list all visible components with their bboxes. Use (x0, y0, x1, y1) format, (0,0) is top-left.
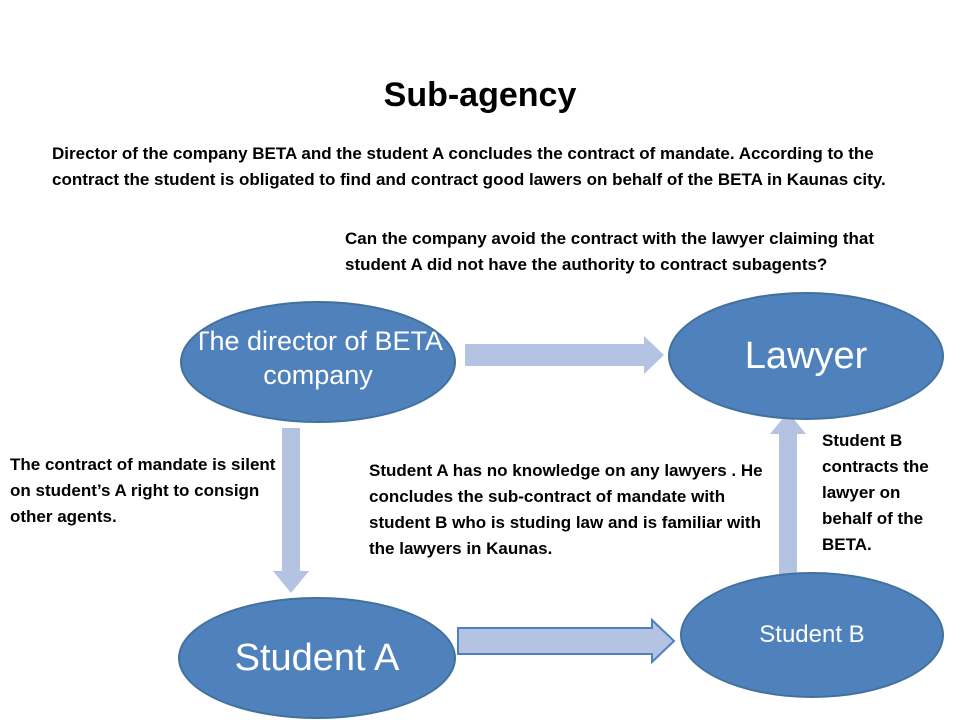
node-student-a-label: Student A (234, 636, 400, 679)
note-right: Student B contracts the lawyer on behalf… (822, 431, 929, 554)
page-title: Sub-agency (383, 76, 577, 114)
node-lawyer: Lawyer (668, 292, 944, 420)
node-director: The director of BETA company (180, 301, 456, 423)
arrow-director-to-student-a (273, 428, 309, 593)
arrow-student-b-to-lawyer (770, 412, 806, 574)
intro-text: Director of the company BETA and the stu… (52, 144, 886, 189)
note-left: The contract of mandate is silent on stu… (10, 455, 276, 526)
node-student-b-label: Student B (759, 621, 865, 648)
node-director-label: The director of BETA company (192, 326, 444, 390)
node-student-b: Student B (680, 572, 944, 698)
arrow-director-to-lawyer (465, 336, 664, 374)
node-lawyer-label: Lawyer (744, 334, 868, 377)
note-middle: Student A has no knowledge on any lawyer… (369, 461, 763, 558)
node-student-a: Student A (178, 597, 456, 719)
arrow-student-a-to-student-b (457, 617, 676, 665)
question-text: Can the company avoid the contract with … (345, 229, 874, 274)
